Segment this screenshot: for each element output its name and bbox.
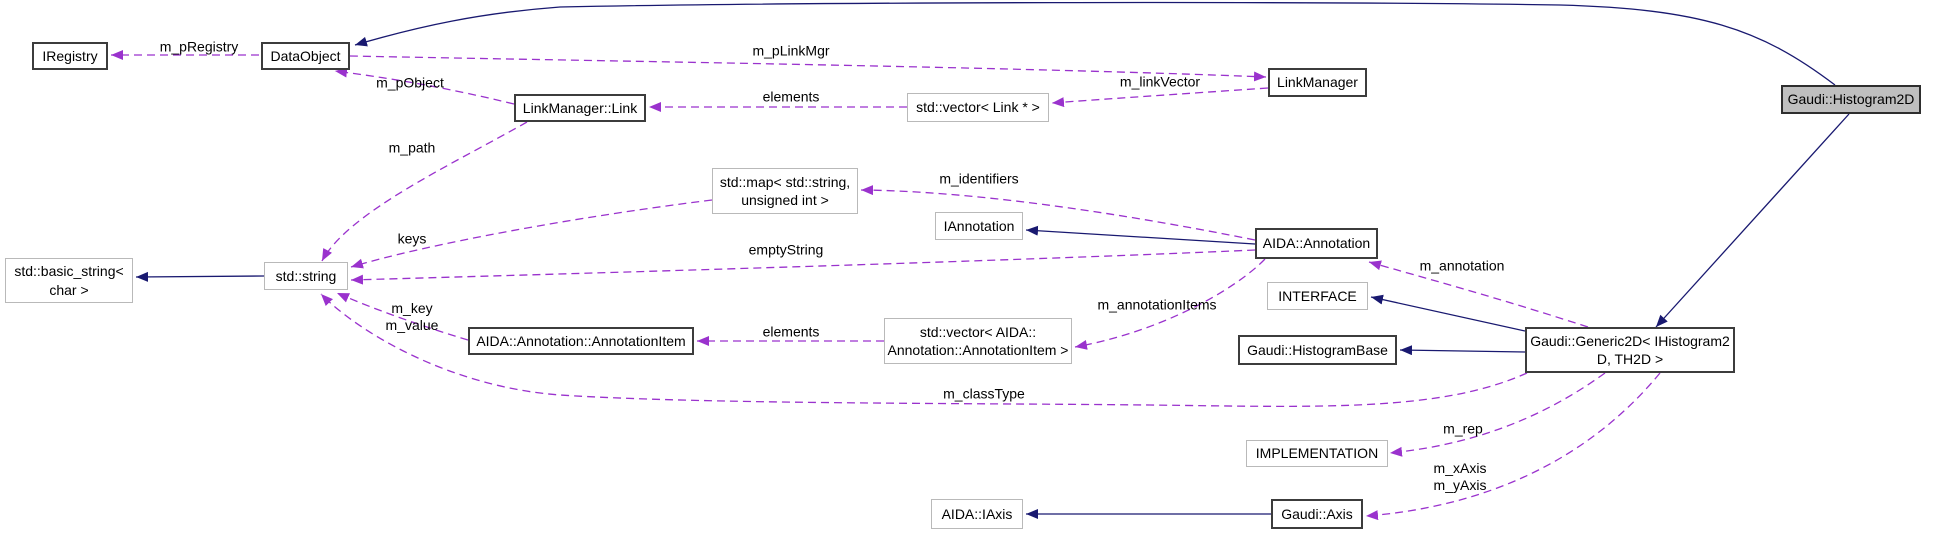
node-linkmanager-link-label: LinkManager::Link xyxy=(522,99,638,116)
node-vector-link: std::vector< Link * > xyxy=(907,93,1049,122)
edge-label-m_pLinkMgr-text: m_pLinkMgr xyxy=(752,42,830,59)
edge-label-emptyString-text: emptyString xyxy=(748,241,824,258)
inherit-generic2d-interface-edge xyxy=(1370,294,1526,332)
node-histogrambase-label: Gaudi::HistogramBase xyxy=(1247,341,1388,358)
node-gaudi-axis-label: Gaudi::Axis xyxy=(1281,505,1353,522)
node-dataobject[interactable]: DataObject xyxy=(261,42,350,70)
edge-label-m_linkVector: m_linkVector xyxy=(1120,74,1200,91)
node-vector-link-label: std::vector< Link * > xyxy=(916,99,1040,116)
node-std-map: std::map< std::string,unsigned int > xyxy=(712,168,858,214)
usage-m-xaxis-m-yaxis-edge xyxy=(1365,372,1661,521)
node-dataobject-label: DataObject xyxy=(270,47,341,64)
edge-label-m_rep-text: m_rep xyxy=(1443,420,1483,437)
inherit-string-basicstring-edge xyxy=(135,271,265,282)
node-histogram2d-label: Gaudi::Histogram2D xyxy=(1787,91,1915,108)
node-aida-iaxis: AIDA::IAxis xyxy=(931,499,1023,529)
edge-label-m_linkVector-text: m_linkVector xyxy=(1119,73,1201,90)
inherit-generic2d-histogrambase-edge xyxy=(1399,345,1526,356)
inherit-annotation-iannotation-edge xyxy=(1025,225,1256,245)
node-std-string-label: std::string xyxy=(275,267,337,284)
node-implementation: IMPLEMENTATION xyxy=(1246,440,1388,467)
node-interface-label: INTERFACE xyxy=(1278,287,1357,304)
edge-label-elements_annitems-text: elements xyxy=(762,323,820,340)
node-aida-annotation-label: AIDA::Annotation xyxy=(1262,235,1371,252)
edge-label-m_annotationItems-text: m_annotationItems xyxy=(1097,296,1217,313)
node-iregistry[interactable]: IRegistry xyxy=(32,42,108,70)
node-linkmanager-link[interactable]: LinkManager::Link xyxy=(514,94,646,122)
usage-m-key-m-value-edge xyxy=(336,292,469,341)
edge-label-m_classType-text: m_classType xyxy=(943,385,1025,402)
edge-label-m_annotationItems: m_annotationItems xyxy=(1097,297,1216,314)
node-basic-string-label: std::basic_string< xyxy=(14,263,124,280)
edge-label-m_key_m_value-text: m_value xyxy=(385,317,439,333)
node-basic-string: std::basic_string<char > xyxy=(5,258,133,303)
node-annotation-item[interactable]: AIDA::Annotation::AnnotationItem xyxy=(468,327,694,355)
usage-keys-edge xyxy=(350,199,713,269)
edge-label-keys-text: keys xyxy=(397,230,427,247)
edge-label-elements_links-text: elements xyxy=(762,88,820,105)
node-linkmanager-label: LinkManager xyxy=(1277,74,1358,91)
node-generic2d-label: Gaudi::Generic2D< IHistogram2 xyxy=(1530,332,1730,349)
node-gaudi-axis[interactable]: Gaudi::Axis xyxy=(1271,499,1363,529)
node-std-map-label: unsigned int > xyxy=(741,192,829,208)
inherit-histogram2d-generic2d-edge xyxy=(1655,113,1850,328)
usage-m-identifiers-edge xyxy=(860,185,1256,241)
usage-m-pobject-edge xyxy=(334,67,515,105)
node-annotation-item-label: AIDA::Annotation::AnnotationItem xyxy=(476,332,686,349)
edge-label-m_annotation-text: m_annotation xyxy=(1419,257,1505,274)
edge-label-m_identifiers-text: m_identifiers xyxy=(939,170,1019,187)
edge-label-elements_links: elements xyxy=(763,89,820,106)
node-aida-annotation[interactable]: AIDA::Annotation xyxy=(1255,228,1378,259)
node-histogram2d: Gaudi::Histogram2D xyxy=(1781,85,1921,114)
node-linkmanager[interactable]: LinkManager xyxy=(1268,68,1367,97)
node-vector-annitem-label: Annotation::AnnotationItem > xyxy=(887,342,1069,358)
edge-label-m_identifiers: m_identifiers xyxy=(939,171,1018,188)
usage-m-plinkmgr-edge xyxy=(349,55,1267,82)
edge-label-m_annotation: m_annotation xyxy=(1420,258,1505,275)
node-iannotation-label: IAnnotation xyxy=(943,217,1015,234)
edge-label-m_pObject-text: m_pObject xyxy=(376,74,444,91)
edge-label-m_xAxis_m_yAxis-text: m_xAxis xyxy=(1433,460,1487,476)
node-generic2d-label: D, TH2D > xyxy=(1596,351,1664,367)
edge-label-m_pRegistry: m_pRegistry xyxy=(160,39,239,56)
edge-label-m_xAxis_m_yAxis-text: m_yAxis xyxy=(1433,477,1487,493)
edge-label-m_pLinkMgr: m_pLinkMgr xyxy=(752,43,829,60)
usage-m-path-edge xyxy=(321,121,528,262)
node-vector-annitem-label: std::vector< AIDA:: xyxy=(919,323,1037,340)
node-basic-string-label: char > xyxy=(49,281,89,298)
edge-label-m_pRegistry-text: m_pRegistry xyxy=(159,38,239,55)
inherit-histogram2d-dataobject-edge xyxy=(354,1,1836,86)
edge-label-m_pObject: m_pObject xyxy=(376,75,444,92)
node-implementation-label: IMPLEMENTATION xyxy=(1255,445,1379,462)
usage-m-classtype-edge xyxy=(320,293,1528,407)
node-histogrambase[interactable]: Gaudi::HistogramBase xyxy=(1238,335,1397,365)
edge-label-m_key_m_value-text: m_key xyxy=(391,300,433,316)
node-iannotation: IAnnotation xyxy=(935,212,1023,240)
edge-label-emptyString: emptyString xyxy=(749,242,824,259)
edge-label-m_rep: m_rep xyxy=(1443,421,1483,438)
usage-m-linkvector-edge xyxy=(1051,87,1269,108)
edge-label-elements_annitems: elements xyxy=(763,324,820,341)
usage-emptystring-edge xyxy=(350,249,1256,285)
edge-label-m_path: m_path xyxy=(389,140,436,157)
edge-label-keys: keys xyxy=(398,231,427,248)
node-iregistry-label: IRegistry xyxy=(42,47,98,64)
usage-m-rep-edge xyxy=(1389,372,1606,457)
edge-label-m_path-text: m_path xyxy=(388,139,436,156)
usage-m-annotationitems-edge xyxy=(1074,258,1266,350)
node-std-string: std::string xyxy=(264,262,348,290)
node-vector-annitem: std::vector< AIDA::Annotation::Annotatio… xyxy=(884,318,1072,364)
node-std-map-label: std::map< std::string, xyxy=(719,173,851,190)
node-interface: INTERFACE xyxy=(1267,282,1368,310)
node-aida-iaxis-label: AIDA::IAxis xyxy=(941,505,1013,522)
edge-label-m_classType: m_classType xyxy=(943,386,1025,403)
